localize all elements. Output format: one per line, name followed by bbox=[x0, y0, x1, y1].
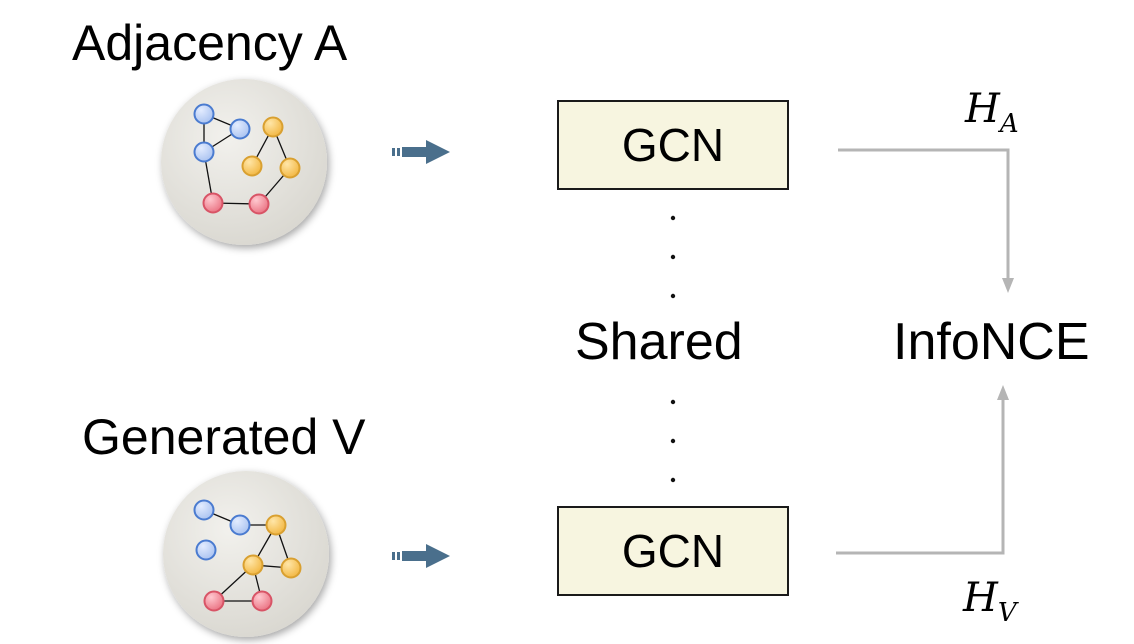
arrow-up-icon bbox=[997, 385, 1009, 400]
blue-node bbox=[229, 514, 251, 536]
blue-node bbox=[193, 103, 215, 125]
graph-v-icon bbox=[163, 471, 329, 637]
h-v-subscript: V bbox=[997, 598, 1017, 628]
embedding-h-a: HA bbox=[965, 86, 1019, 139]
blue-node bbox=[195, 539, 217, 561]
arrow-down-icon bbox=[1002, 278, 1014, 293]
h-a-subscript: A bbox=[999, 109, 1019, 139]
red-node bbox=[202, 192, 224, 214]
connector-bottom bbox=[836, 397, 1005, 555]
shared-dots bbox=[670, 215, 676, 483]
blue-node bbox=[229, 118, 251, 140]
orange-node bbox=[241, 155, 263, 177]
h-a-base: H bbox=[965, 86, 1000, 132]
graph-v-background bbox=[163, 471, 329, 637]
blue-node bbox=[193, 499, 215, 521]
gcn-encoder-top: GCN bbox=[557, 100, 789, 190]
orange-node bbox=[242, 554, 264, 576]
arrow-right-icon bbox=[392, 544, 450, 568]
gcn-encoder-bottom: GCN bbox=[557, 506, 789, 596]
graph-v-title: Generated V bbox=[82, 409, 366, 465]
h-v-base: H bbox=[963, 575, 998, 621]
graph-a-icon bbox=[161, 79, 327, 245]
red-node bbox=[248, 193, 270, 215]
gcn-top-label: GCN bbox=[621, 119, 725, 171]
embedding-h-v: HV bbox=[963, 575, 1017, 628]
orange-node bbox=[262, 116, 284, 138]
orange-node bbox=[279, 157, 301, 179]
infonce-label: InfoNCE bbox=[893, 313, 1090, 371]
red-node bbox=[251, 590, 273, 612]
connector-top bbox=[838, 148, 1010, 282]
arrow-right-icon bbox=[392, 140, 450, 164]
shared-label: Shared bbox=[575, 313, 743, 371]
orange-node bbox=[265, 514, 287, 536]
orange-node bbox=[280, 557, 302, 579]
red-node bbox=[203, 590, 225, 612]
graph-a-title: Adjacency A bbox=[72, 15, 348, 71]
gcn-bottom-label: GCN bbox=[621, 525, 725, 577]
blue-node bbox=[193, 141, 215, 163]
